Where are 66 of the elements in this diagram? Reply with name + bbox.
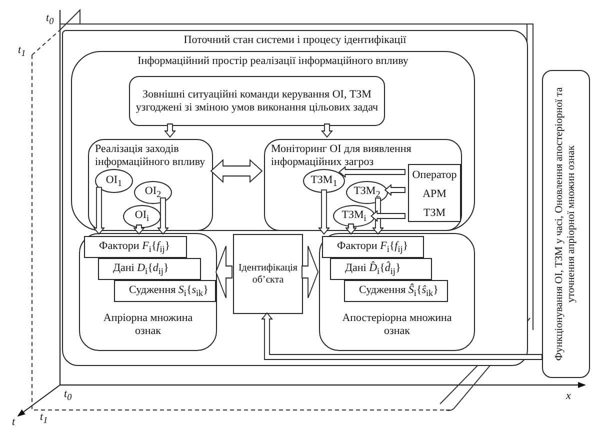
process-panel [88,139,213,231]
axis-label: t$_{0}$ [46,12,54,26]
hollow-arrow [318,189,330,235]
node-label: ТЗМ [422,207,446,220]
hollow-arrow [157,197,169,235]
node-label: Моніторинг ОІ для виявлення інформаційних загроз [271,143,412,168]
feature-set-panel [319,233,475,351]
hollow-arrow [216,246,232,298]
node-label: Дані D̂$_{i}${d̂$_{ij}$} [345,262,402,277]
identification-box [233,234,303,314]
node-label: АРМ [422,188,448,201]
hollow-arrow [210,158,263,184]
feature-row-box [114,280,216,302]
tool-ellipse [303,169,345,193]
axis-label: t [12,416,16,428]
node-label: Дані D$_{i}${d$_{ij}$} [113,262,170,277]
node-label: Апостеріорна множина ознак [341,312,453,338]
feature-set-panel [79,233,217,351]
axis-label: t$_{0}$ [64,388,72,402]
tool-ellipse [346,181,388,204]
node-label: Оператор [411,169,458,182]
axis-label: x [566,390,571,402]
feature-row-box [84,236,187,258]
hollow-arrow [302,246,318,298]
node-label: Реалізація заходів інформаційного впливу [95,143,206,168]
node-label: Поточний стан системи і процесу ідентифікації [182,34,408,47]
node-label: Фактори F$_{i}${f$_{ij}$} [337,240,410,255]
object-ellipse [134,181,172,204]
hollow-arrow [384,184,406,196]
feature-row-box [330,258,432,280]
tool-ellipse [333,205,375,227]
hollow-arrow [370,210,406,222]
object-ellipse [123,205,161,228]
hollow-arrow [338,166,406,178]
node-label: Судження S$_{i}${s$_{ik}$} [129,284,210,299]
monitoring-panel [264,139,462,231]
feature-row-box [344,280,448,302]
node-label: ОІ$_{i}$ [134,209,150,224]
timeline-box [542,70,590,378]
axis-label: t$_{1}$ [40,411,48,426]
hollow-arrow [261,312,542,360]
hollow-arrow [345,224,357,235]
node-label: Зовнішні ситуаційні команди керування ОІ, ТЗМ узгоджені зі зміною умов виконання цільових задач [134,88,380,114]
node-label: ОІ$_{2}$ [144,185,162,200]
axis-label: t$_{1}$ [18,44,26,58]
node-label: Ідентифікація об’єкта [237,262,299,286]
command-box [129,76,385,126]
node-label: ОІ$_{1}$ [106,174,122,188]
node-label: ТЗМ$_{i}$ [342,208,366,224]
operator-box [408,164,461,222]
info-space-panel [71,51,475,231]
hollow-arrow [93,186,105,235]
feature-row-box [322,236,424,258]
feature-row-box [98,258,201,280]
node-label: Фактори F$_{i}${f$_{ij}$} [99,240,172,255]
node-label: Інформаційний простір реалізації інформаційного впливу [136,55,410,68]
node-label: ТЗМ$_{2}$ [354,185,380,200]
node-label: Функціонування ОІ, ТЗМ у часі, Оновлення апостеріорної та уточнення апріорної множин ознак [554,86,578,363]
node-label: ТЗМ$_{1}$ [310,174,338,188]
hollow-arrow [133,224,145,235]
object-ellipse [95,169,133,193]
node-label: Судження Ŝ$_{i}${ŝ$_{ik}$} [359,284,440,299]
hollow-arrow [321,124,333,138]
hollow-arrow [164,124,176,138]
node-label: Апріорна множина ознак [102,312,194,338]
state-panel [62,30,528,366]
